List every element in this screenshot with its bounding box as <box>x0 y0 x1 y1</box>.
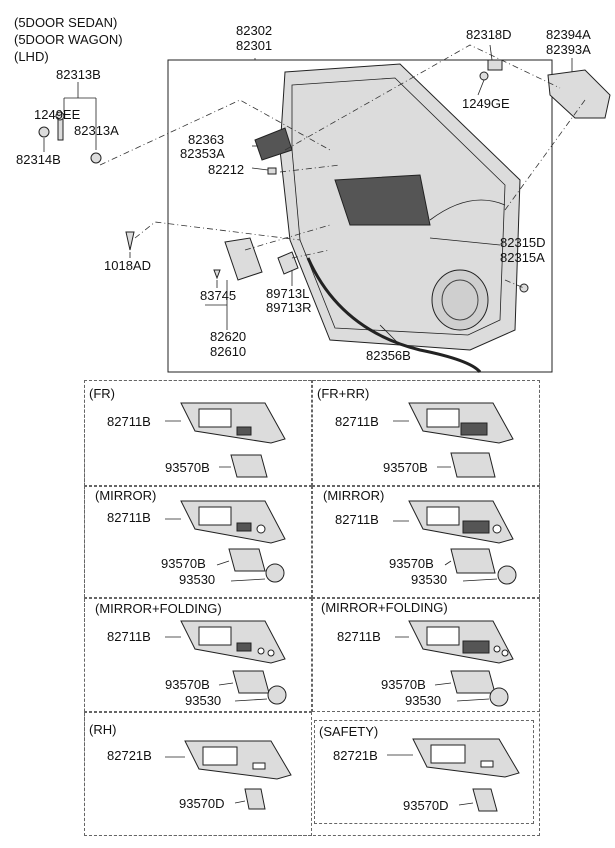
label-82313b: 82313B <box>56 67 101 82</box>
part-c: 93530 <box>185 693 222 708</box>
main-frame <box>167 59 553 373</box>
label-82620: 82620 <box>210 329 247 344</box>
panel-mirror-right: (MIRROR) 82711B 93570B 93530 <box>312 486 540 598</box>
part-b: 93570D <box>179 796 225 811</box>
part-b: 93570D <box>403 798 449 813</box>
door-trim-panel <box>279 63 521 351</box>
panel-art <box>387 738 520 812</box>
part-c: 93530 <box>405 693 442 708</box>
part-b: 93570B <box>389 556 434 571</box>
label-89713r: 89713R <box>266 300 312 315</box>
panel-safety: (SAFETY) 82721B 93570D <box>314 720 534 824</box>
panel-art <box>165 500 286 583</box>
panel-title: (MIRROR) <box>95 488 157 503</box>
panel-title: (RH) <box>89 722 117 737</box>
part-a: 82711B <box>335 414 379 429</box>
label-83745: 83745 <box>200 288 237 303</box>
fasteners-82313 <box>38 111 102 164</box>
label-82315d: 82315D <box>500 235 546 250</box>
panel-mirror-folding-right: (MIRROR+FOLDING) 82711B 93570B 93530 <box>312 598 540 712</box>
panel-title: (FR+RR) <box>317 386 370 401</box>
panel-title: (MIRROR+FOLDING) <box>321 600 448 615</box>
part-a: 82711B <box>107 414 151 429</box>
panel-art <box>165 620 287 705</box>
panel-art <box>393 500 517 585</box>
part-a: 82711B <box>107 629 151 644</box>
label-1249ge: 1249GE <box>462 96 510 111</box>
label-82302: 82302 <box>236 23 273 38</box>
label-1018ad: 1018AD <box>104 258 151 273</box>
panel-art <box>393 402 514 478</box>
label-82363: 82363 <box>188 132 225 147</box>
panel-title: (MIRROR+FOLDING) <box>95 601 222 616</box>
part-c: 93530 <box>179 572 216 587</box>
label-82394a: 82394A <box>546 27 591 42</box>
label-82318d: 82318D <box>466 27 512 42</box>
model-line-1: (5DOOR SEDAN) <box>14 15 118 30</box>
part-c: 93530 <box>411 572 448 587</box>
clip-82212 <box>267 167 277 175</box>
panel-title: (MIRROR) <box>323 488 385 503</box>
panel-art <box>165 402 286 478</box>
grille-82363 <box>254 127 293 161</box>
label-82313a: 82313A <box>74 123 119 138</box>
label-82356b: 82356B <box>366 348 411 363</box>
label-82393a: 82393A <box>546 42 591 57</box>
panel-mirror-folding-left: (MIRROR+FOLDING) 82711B 93570B 93530 <box>84 598 312 712</box>
panel-title: (FR) <box>89 386 115 401</box>
label-89713l: 89713L <box>266 286 310 301</box>
part-b: 93570B <box>165 460 210 475</box>
model-line-2: (5DOOR WAGON) <box>14 32 123 47</box>
label-82212: 82212 <box>208 162 245 177</box>
part-a: 82721B <box>333 748 378 763</box>
model-line-3: (LHD) <box>14 49 49 64</box>
label-1249ee: 1249EE <box>34 107 81 122</box>
panel-fr-rr: (FR+RR) 82711B 93570B <box>312 380 540 486</box>
panel-art <box>165 740 292 810</box>
part-a: 82711B <box>335 512 379 527</box>
nut-82315d <box>519 283 529 293</box>
label-82301: 82301 <box>236 38 273 53</box>
panel-rh: (RH) 82721B 93570D <box>84 712 312 836</box>
clip-82318d <box>479 59 503 81</box>
label-82353a: 82353A <box>180 146 225 161</box>
part-a: 82711B <box>107 510 151 525</box>
panel-title: (SAFETY) <box>319 724 379 739</box>
panel-fr: (FR) 82711B 93570B <box>84 380 312 486</box>
handle-82620 <box>224 237 263 281</box>
bracket-82394a <box>547 69 611 119</box>
part-b: 93570B <box>381 677 426 692</box>
weatherstrip <box>306 257 482 374</box>
part-a: 82721B <box>107 748 152 763</box>
panel-mirror-left: (MIRROR) 82711B 93570B 93530 <box>84 486 312 598</box>
panel-art <box>395 620 514 707</box>
cover-89713l <box>277 251 299 275</box>
part-b: 93570B <box>161 556 206 571</box>
part-b: 93570B <box>383 460 428 475</box>
part-b: 93570B <box>165 677 210 692</box>
label-82314b: 82314B <box>16 152 61 167</box>
screw-1018ad <box>125 231 135 251</box>
label-82315a: 82315A <box>500 250 545 265</box>
part-a: 82711B <box>337 629 381 644</box>
label-82610: 82610 <box>210 344 247 359</box>
